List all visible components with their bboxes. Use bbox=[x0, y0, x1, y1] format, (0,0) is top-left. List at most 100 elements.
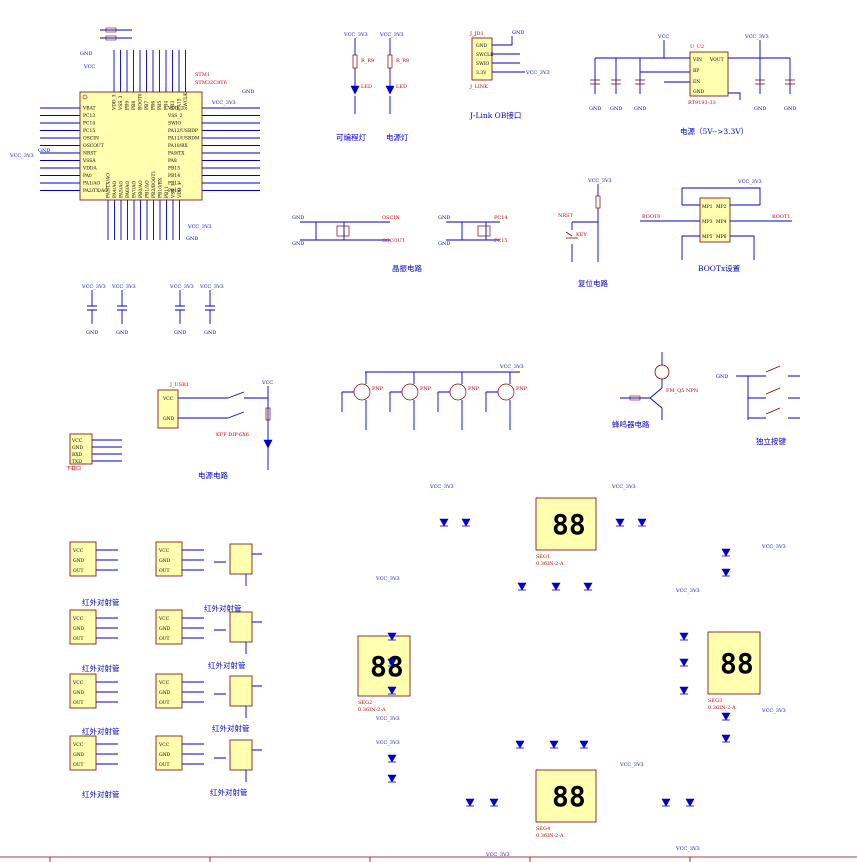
gnd-right: GND bbox=[242, 89, 254, 95]
mcu-body[interactable] bbox=[79, 91, 203, 201]
mcu-pin-label: PA2/TX/AO bbox=[83, 188, 108, 194]
boot-header[interactable] bbox=[699, 197, 731, 243]
regulator-chip[interactable] bbox=[689, 51, 729, 97]
mcu-pin-label: PA7/AO bbox=[132, 181, 138, 198]
ir-module[interactable] bbox=[69, 673, 97, 709]
reset-title: 复位电路 bbox=[578, 278, 608, 288]
regulator-section: U_U2 RT9193-33 VIN VOUT BP EN GND VCC VC… bbox=[589, 34, 796, 136]
mcu-pin-label: PB7 bbox=[144, 101, 150, 110]
led-icon bbox=[721, 734, 731, 743]
ir-pin-label: VCC bbox=[158, 548, 170, 554]
ir-title: 红外对射管 bbox=[82, 597, 120, 607]
ir-module[interactable] bbox=[69, 541, 97, 577]
mcu-pin-label: PB1/AO bbox=[145, 180, 151, 198]
switch-label: KFF DIP-6X6 bbox=[216, 432, 249, 438]
reg-pin-vin: VIN bbox=[692, 57, 702, 63]
ir-receiver[interactable] bbox=[229, 739, 253, 771]
reset-key[interactable] bbox=[565, 231, 578, 239]
mcu-pin-label: PB13 bbox=[168, 181, 180, 187]
vcc-3v3-left: VCC_3V3 bbox=[9, 153, 34, 159]
ir-pin-label: GND bbox=[73, 752, 85, 758]
cry-gnd-2: GND bbox=[292, 241, 304, 247]
mcu-pin-label: PB12 bbox=[168, 188, 180, 194]
seg-part: 0.36IN-2-A bbox=[536, 561, 564, 567]
ir-module[interactable] bbox=[155, 541, 183, 577]
ir-pin-label: OUT bbox=[159, 762, 169, 768]
seven-segment-display[interactable] bbox=[535, 497, 597, 551]
keys-section: GND 独立按键 bbox=[716, 365, 800, 446]
led-icon bbox=[517, 582, 527, 591]
jlink-wires bbox=[492, 36, 525, 73]
ir-pin-label: OUT bbox=[73, 568, 83, 574]
seg-digits: 88 bbox=[552, 508, 586, 541]
ir-pin-label: VCC bbox=[158, 616, 170, 622]
seg-ref: SEG1 bbox=[536, 554, 550, 560]
ir-pin-label: VCC bbox=[158, 680, 170, 686]
ir-receiver-wires bbox=[214, 553, 262, 586]
usb-pin-vcc: VCC bbox=[162, 396, 174, 402]
mcu-block: STM1 STM32C8T6 VBATPC13PC14PC15OSCINOSCO… bbox=[9, 27, 260, 242]
download-section: VCC GND RXD TXD 下载口 bbox=[66, 433, 122, 472]
boot-title: BOOTx设置 bbox=[698, 263, 741, 273]
mcu-pin-label: SWIO bbox=[168, 121, 181, 127]
ir-receiver[interactable] bbox=[229, 675, 253, 707]
decap-capacitor bbox=[87, 290, 97, 324]
led-icon bbox=[583, 582, 593, 591]
ir-receiver[interactable] bbox=[229, 543, 253, 575]
seg-vcc: VCC_3V3 bbox=[761, 708, 786, 714]
ir-pin-label: VCC bbox=[72, 616, 84, 622]
reset-section: VCC_3V3 KEY NRST 复位电路 bbox=[558, 178, 612, 288]
jlink-connector[interactable] bbox=[471, 37, 493, 81]
pnp-wires bbox=[485, 372, 511, 430]
prog-led-icon bbox=[350, 85, 360, 95]
ir-module[interactable] bbox=[69, 735, 97, 771]
jlink-title: J-Link OB接口 bbox=[469, 110, 521, 120]
seg-vcc: VCC_3V3 bbox=[375, 740, 400, 746]
mcu-pin-label: PB5 bbox=[157, 101, 163, 110]
keys-title: 独立按键 bbox=[756, 436, 786, 446]
boot-pin-3: MP3 bbox=[702, 219, 713, 225]
ir-receiver[interactable] bbox=[229, 611, 253, 643]
led-icon bbox=[579, 740, 589, 749]
ir-module[interactable] bbox=[155, 609, 183, 645]
buzzer-transistor: FM_Q5 NPN bbox=[666, 388, 699, 394]
decap-vcc: VCC_3V3 bbox=[169, 284, 194, 290]
net-pc14: PC14 bbox=[494, 215, 508, 221]
reg-cap-gnd: GND bbox=[754, 106, 766, 112]
ir-pin-label: GND bbox=[73, 690, 85, 696]
resistor-r1 bbox=[265, 407, 271, 421]
keys-gnd: GND bbox=[716, 374, 728, 380]
reset-net: NRST bbox=[558, 213, 574, 219]
seven-segment-display[interactable] bbox=[535, 769, 597, 823]
keys-wires bbox=[736, 375, 800, 420]
net-pc15: PC15 bbox=[494, 238, 508, 244]
cry-gnd-4: GND bbox=[438, 241, 450, 247]
usb-ref: J_USB1 bbox=[169, 382, 189, 388]
ir-module[interactable] bbox=[155, 673, 183, 709]
power-circuit-wires bbox=[178, 386, 269, 470]
mcu-pin-label: PB11 bbox=[164, 186, 170, 198]
boot-pin-5: MP5 bbox=[702, 234, 713, 240]
decap-gnd: GND bbox=[86, 330, 98, 336]
r-label-1: R_R9 bbox=[361, 58, 374, 64]
power-led-icon bbox=[385, 85, 395, 95]
usb-connector[interactable] bbox=[157, 389, 179, 429]
boot-pin-6: MP6 bbox=[716, 234, 727, 240]
ir-pin-label: OUT bbox=[159, 568, 169, 574]
decap-capacitor bbox=[175, 290, 185, 324]
mcu-ref: STM1 bbox=[195, 72, 210, 78]
seven-segment-display[interactable] bbox=[707, 631, 761, 695]
led-icon bbox=[387, 686, 397, 695]
seven-segment-display[interactable] bbox=[357, 635, 411, 697]
download-title: 下载口 bbox=[66, 465, 81, 472]
download-connector[interactable] bbox=[69, 433, 93, 465]
ir-pin-label: OUT bbox=[73, 636, 83, 642]
ir-module[interactable] bbox=[155, 735, 183, 771]
ir-module[interactable] bbox=[69, 609, 97, 645]
led-icon bbox=[387, 754, 397, 763]
mcu-pin-label: PA6/AO bbox=[125, 181, 131, 198]
ir-title: 红外对射管 bbox=[210, 787, 248, 797]
key-switches[interactable] bbox=[765, 365, 781, 415]
download-wires bbox=[92, 439, 122, 462]
decap-gnd: GND bbox=[174, 330, 186, 336]
